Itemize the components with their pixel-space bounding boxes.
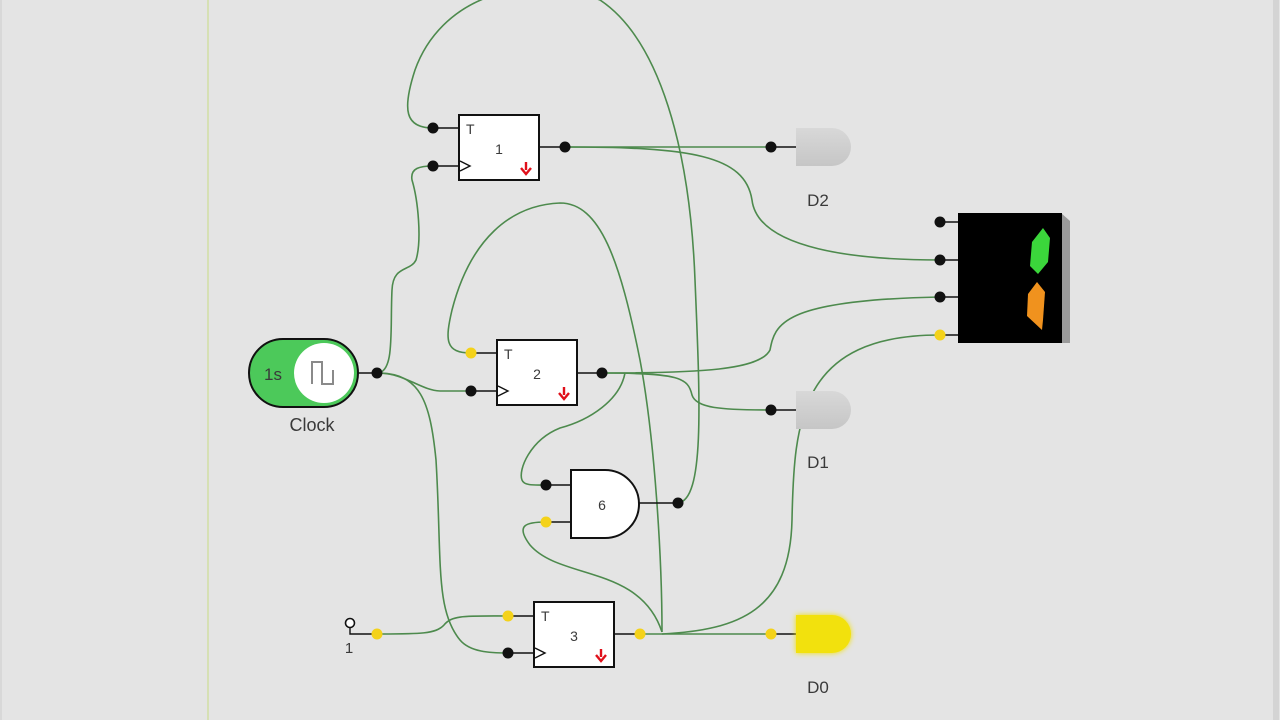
gate-number: 6 [598,497,606,513]
pin-output[interactable] [672,497,684,509]
flipflop-number: 2 [533,366,541,382]
falling-edge-arrow-icon [520,162,532,176]
wire-const-ff3t[interactable] [376,615,509,635]
clock-input-triangle-icon [459,160,472,172]
seven-segment-display[interactable] [934,213,1071,343]
led-label: D2 [807,191,829,210]
wire-ff2q-display[interactable] [601,296,941,374]
pin-q[interactable] [634,628,646,640]
wire-ff3q-display[interactable] [661,334,941,635]
pin-t[interactable] [502,610,514,622]
square-wave-icon [311,361,334,385]
pin-clk[interactable] [427,160,439,172]
clock-input-triangle-icon [497,385,510,397]
and-gate-body[interactable] [570,469,640,539]
clock-label: Clock [289,415,335,435]
pin-t[interactable] [427,122,439,134]
wires [376,0,941,654]
led-body[interactable] [796,128,851,166]
led-d0[interactable]: D0 [765,615,852,697]
pin-led-input[interactable] [765,141,777,153]
segment-b-lit [1030,228,1050,274]
flipflop-number: 1 [495,141,503,157]
wire-clk-ff2[interactable] [376,372,471,392]
led-label: D1 [807,453,829,472]
segment-c-lit [1027,282,1045,330]
wire-ff3q-ff2t[interactable] [447,202,663,633]
pin-display-input-4[interactable] [934,329,946,341]
clock-knob [294,343,354,403]
led-label: D0 [807,678,829,697]
display-side-shadow [1061,213,1070,343]
flipflop-type-label: T [504,346,513,362]
pin-clk[interactable] [502,647,514,659]
pin-input-b[interactable] [540,516,552,528]
led-d2[interactable]: D2 [765,128,852,210]
wire-ff3q-and-b[interactable] [522,521,663,633]
flipflop-type-label: T [466,121,475,137]
and-gate-6[interactable]: 6 [540,469,684,539]
pin-q[interactable] [559,141,571,153]
t-flipflop-3[interactable]: T 3 [502,601,646,668]
led-d1[interactable]: D1 [765,391,852,472]
pin-led-input[interactable] [765,404,777,416]
wire-ff1q-display[interactable] [564,146,941,261]
pin-input-a[interactable] [540,479,552,491]
falling-edge-arrow-icon [595,649,607,663]
led-body[interactable] [796,391,851,429]
clock-component[interactable]: 1s Clock [248,338,383,435]
pin-led-input[interactable] [765,628,777,640]
falling-edge-arrow-icon [558,387,570,401]
flipflop-number: 3 [570,628,578,644]
display-body[interactable] [958,213,1062,343]
constant-high-source[interactable]: 1 [344,617,383,658]
flipflop-type-label: T [541,608,550,624]
pin-q[interactable] [596,367,608,379]
pin-t[interactable] [465,347,477,359]
wire-ff2q-d1[interactable] [601,372,772,411]
pin-constant-output[interactable] [371,628,383,640]
wire-clk-ff1[interactable] [376,165,434,374]
pin-display-input-2[interactable] [934,254,946,266]
pin-clk[interactable] [465,385,477,397]
constant-terminal-icon [344,617,356,629]
clock-period: 1s [264,365,282,384]
pin-clock-output[interactable] [371,367,383,379]
constant-value: 1 [345,640,353,657]
wire-ff2q-and-a[interactable] [520,372,626,486]
pin-display-input-1[interactable] [934,216,946,228]
wire-clk-ff3[interactable] [376,372,509,654]
pin-display-input-3[interactable] [934,291,946,303]
led-body[interactable] [796,615,851,653]
t-flipflop-2[interactable]: T 2 [465,339,608,406]
wire-and-ff1t[interactable] [406,0,700,504]
t-flipflop-1[interactable]: T 1 [427,114,571,181]
clock-input-triangle-icon [534,647,547,659]
